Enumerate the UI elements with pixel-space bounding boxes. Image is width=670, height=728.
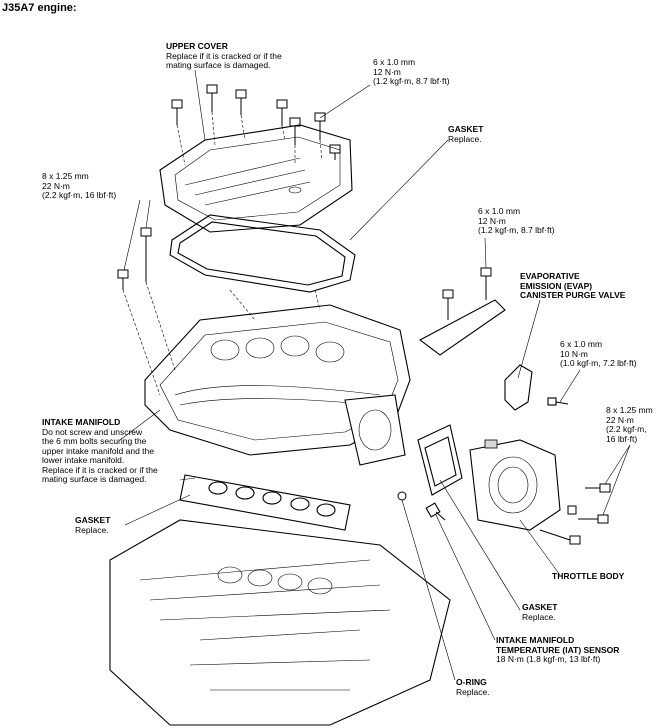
intake-manifold-name: INTAKE MANIFOLD (42, 417, 121, 427)
label-bolt-8x125-left: 8 x 1.25 mm 22 N·m (2.2 kgf·m, 16 lbf·ft… (42, 171, 117, 201)
label-gasket-throttle: GASKET Replace. (522, 602, 558, 622)
bolt-spec-line: 12 N·m (373, 66, 401, 77)
bolt-spec-line: 6 x 1.0 mm (373, 57, 416, 67)
label-intake-manifold: INTAKE MANIFOLD Do not screw and unscrew… (42, 417, 158, 485)
intake-manifold-line: mating surface is damaged. (42, 474, 147, 484)
bolt-spec-line: 10 N·m (560, 348, 588, 359)
evap-name-line: EMISSION (EVAP) (520, 280, 593, 291)
label-bolt-6x1-mid: 6 x 1.0 mm 12 N·m (1.2 kgf·m, 8.7 lbf·ft… (478, 206, 555, 236)
cover-bolts (171, 84, 341, 166)
gasket-throttle-name: GASKET (522, 602, 558, 612)
throttle-gasket-part (417, 424, 463, 496)
label-evap-valve: EVAPORATIVE EMISSION (EVAP) CANISTER PUR… (520, 271, 626, 301)
intake-manifold-line: Do not screw and unscrew (42, 426, 143, 437)
label-o-ring: O-RING Replace. (456, 677, 490, 697)
evap-name-line: CANISTER PURGE VALVE (520, 290, 626, 300)
intake-manifold-line: upper intake manifold and the (42, 445, 154, 456)
bolt-spec-line: (1.0 kgf·m, 7.2 lbf·ft) (560, 358, 637, 368)
iat-name-line: TEMPERATURE (IAT) SENSOR (496, 644, 620, 655)
o-ring-line: Replace. (456, 686, 490, 697)
upper-cover-line: Replace if it is cracked or if the (166, 50, 282, 61)
evap-valve-part (504, 364, 569, 411)
bolt-spec-line: 8 x 1.25 mm (42, 171, 89, 181)
bolt-spec-line: 6 x 1.0 mm (560, 339, 603, 349)
upper-gasket-part (169, 214, 356, 293)
lower-gasket-part (179, 474, 351, 531)
gasket-lower-name: GASKET (75, 515, 111, 525)
label-gasket-lower: GASKET Replace. (75, 515, 111, 535)
intake-manifold-line: the 6 mm bolts securing the (42, 436, 147, 446)
bolt-spec-line: 12 N·m (478, 215, 506, 226)
page-title: J35A7 engine: (2, 2, 77, 14)
intake-manifold-line: lower intake manifold. (42, 455, 125, 465)
label-gasket-upper: GASKET Replace. (448, 124, 484, 144)
intake-manifold-part (144, 304, 411, 466)
label-bolt-8x125-right: 8 x 1.25 mm 22 N·m (2.2 kgf·m, 16 lbf·ft… (606, 405, 653, 444)
iat-spec-line: 18 N·m (1.8 kgf·m, 13 lbf·ft) (496, 654, 601, 664)
bolt-spec-line: (2.2 kgf·m, 16 lbf·ft) (42, 190, 117, 200)
label-bolt-6x1-top: 6 x 1.0 mm 12 N·m (1.2 kgf·m, 8.7 lbf·ft… (373, 57, 450, 87)
o-ring-part (397, 491, 407, 501)
label-upper-cover: UPPER COVER Replace if it is cracked or … (166, 41, 282, 71)
bolt-spec-line: 16 lbf·ft) (606, 433, 638, 444)
gasket-throttle-line: Replace. (522, 611, 556, 622)
upper-cover-line: mating surface is damaged. (166, 60, 271, 70)
bolt-spec-line: 6 x 1.0 mm (478, 206, 521, 216)
evap-bracket-part (418, 267, 506, 356)
lower-engine-part (109, 519, 451, 726)
evap-name-line: EVAPORATIVE (520, 271, 580, 281)
upper-cover-name: UPPER COVER (166, 41, 228, 51)
iat-sensor-part (425, 502, 446, 521)
bolt-spec-line: 22 N·m (42, 180, 70, 191)
manifold-bolts-left (117, 227, 152, 290)
label-iat-sensor: INTAKE MANIFOLD TEMPERATURE (IAT) SENSOR… (496, 635, 620, 665)
bolt-spec-line: (1.2 kgf·m, 8.7 lbf·ft) (373, 76, 450, 86)
label-throttle-body: THROTTLE BODY (552, 571, 625, 582)
gasket-upper-line: Replace. (448, 133, 482, 144)
throttle-body-part (469, 439, 561, 531)
leader-lines (119, 69, 631, 681)
label-bolt-6x1-evap: 6 x 1.0 mm 10 N·m (1.0 kgf·m, 7.2 lbf·ft… (560, 339, 637, 369)
intake-manifold-line: Replace if it is cracked or if the (42, 464, 158, 475)
throttle-body-name: THROTTLE BODY (552, 571, 625, 581)
iat-name-line: INTAKE MANIFOLD (496, 635, 575, 645)
gasket-lower-line: Replace. (75, 524, 109, 535)
upper-cover-part (159, 124, 353, 233)
gasket-upper-name: GASKET (448, 124, 484, 134)
o-ring-name: O-RING (456, 677, 487, 687)
bolt-spec-line: 22 N·m (606, 414, 634, 425)
bolt-spec-line: 8 x 1.25 mm (606, 405, 653, 415)
bolt-spec-line: (1.2 kgf·m, 8.7 lbf·ft) (478, 225, 555, 235)
bolt-spec-line: (2.2 kgf·m, (606, 424, 647, 434)
